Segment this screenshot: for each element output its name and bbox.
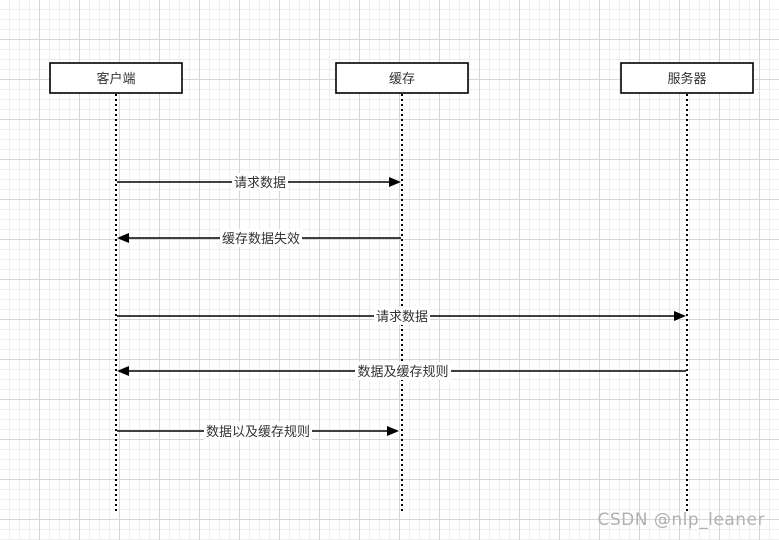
participant-server[interactable]: 服务器 bbox=[620, 62, 754, 94]
participant-client[interactable]: 客户端 bbox=[49, 62, 183, 94]
message-request-cache[interactable]: 请求数据 bbox=[117, 173, 401, 191]
arrow-right-icon bbox=[387, 426, 399, 436]
message-label: 缓存数据失效 bbox=[222, 232, 300, 247]
message-request-server[interactable]: 请求数据 bbox=[117, 307, 686, 325]
participant-cache[interactable]: 缓存 bbox=[335, 62, 469, 94]
participant-server-label: 服务器 bbox=[667, 71, 706, 87]
message-label: 数据及缓存规则 bbox=[357, 365, 448, 380]
message-server-response[interactable]: 数据及缓存规则 bbox=[117, 362, 686, 380]
message-label: 数据以及缓存规则 bbox=[206, 425, 310, 440]
message-store-cache[interactable]: 数据以及缓存规则 bbox=[117, 422, 399, 440]
arrow-right-icon bbox=[389, 177, 401, 187]
message-cache-invalid[interactable]: 缓存数据失效 bbox=[117, 229, 401, 247]
arrow-right-icon bbox=[674, 311, 686, 321]
message-label: 请求数据 bbox=[376, 310, 428, 325]
arrow-left-icon bbox=[117, 233, 129, 243]
arrow-left-icon bbox=[117, 366, 129, 376]
participant-client-label: 客户端 bbox=[96, 71, 135, 87]
participant-cache-label: 缓存 bbox=[389, 72, 415, 87]
message-label: 请求数据 bbox=[234, 176, 286, 191]
watermark: CSDN @nlp_leaner bbox=[597, 510, 765, 530]
